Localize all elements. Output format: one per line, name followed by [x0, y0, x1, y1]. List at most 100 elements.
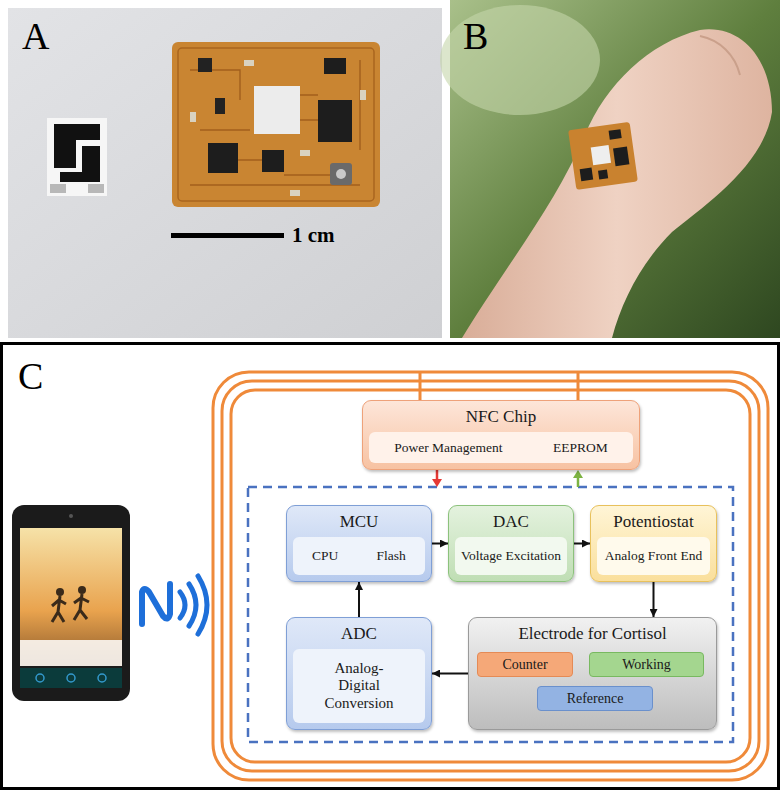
- smartphone: [20, 528, 122, 666]
- electrode-strip: [47, 118, 107, 196]
- panel-letter: B: [463, 14, 488, 58]
- potentiostat-box: PotentiostatAnalog Front End: [590, 505, 717, 582]
- panel-b-photo: [700, 36, 740, 75]
- smartphone: [67, 674, 75, 682]
- flexible-circuit-board: [262, 150, 284, 172]
- box-subtext: EEPROM: [550, 440, 611, 456]
- panel-a-photo: [8, 8, 442, 338]
- flow-arrow: [432, 673, 468, 675]
- antenna-coil: [222, 381, 759, 771]
- box-band: Voltage Excitation: [455, 537, 567, 575]
- box-subtext: Analog- Digital Conversion: [311, 660, 407, 712]
- panel-c-frame: [2, 344, 779, 789]
- box-heading: ADC: [341, 624, 377, 644]
- box-band: CPU Flash: [293, 537, 425, 575]
- flexible-circuit-board: [190, 112, 196, 122]
- mcu-box: MCU CPU Flash: [286, 505, 432, 582]
- smartphone: [98, 674, 106, 682]
- nfc-symbol: [189, 584, 196, 626]
- scale-bar: [171, 233, 284, 238]
- smartphone: [20, 640, 122, 666]
- nfc-symbol: [142, 576, 207, 634]
- worn-circuit-board: [568, 122, 638, 190]
- electrode-strip: [54, 124, 100, 140]
- power-arrow: [436, 470, 439, 480]
- box-subtext: Power Management: [391, 440, 505, 456]
- scale-bar: [171, 233, 284, 238]
- electrode-strip: [60, 172, 100, 182]
- electrode-strip: [47, 118, 107, 196]
- worn-circuit-board: [609, 129, 622, 140]
- worn-circuit-board: [568, 122, 638, 190]
- antenna-coil: [420, 372, 578, 400]
- flexible-circuit-board: [300, 150, 310, 156]
- system-boundary: [248, 487, 733, 742]
- adc-box: ADC Analog- Digital Conversion: [286, 617, 432, 730]
- data-arrow: [573, 470, 583, 487]
- box-subtext: Analog Front End: [602, 548, 706, 564]
- flexible-circuit-board: [172, 42, 380, 207]
- flexible-circuit-board: [172, 42, 380, 207]
- flexible-circuit-board: [208, 143, 238, 173]
- box-heading: NFC Chip: [466, 407, 536, 427]
- nfc-chip-box: NFC ChipPower Management EEPROM: [362, 400, 640, 470]
- counter-electrode: Counter: [477, 652, 573, 677]
- worn-circuit-board: [598, 169, 608, 179]
- flexible-circuit-board: [324, 58, 346, 74]
- box-heading: DAC: [493, 512, 529, 532]
- worn-circuit-board: [580, 168, 594, 182]
- box-heading: Working: [622, 657, 671, 673]
- panel-letter: C: [18, 354, 43, 398]
- box-band: Analog- Digital Conversion: [293, 649, 425, 723]
- electrode-box: Electrode for CortisolCounter WorkingRefe…: [468, 617, 717, 730]
- box-heading: Reference: [567, 691, 624, 707]
- antenna-coil: [231, 390, 750, 762]
- box-subtext: Voltage Excitation: [458, 548, 564, 564]
- flow-arrow: [432, 543, 448, 545]
- flexible-circuit-board: [190, 60, 360, 185]
- box-heading: Counter: [502, 657, 547, 673]
- panel-c-frame: [2, 344, 779, 789]
- box-band: Power Management EEPROM: [369, 432, 633, 463]
- electrode-strip: [88, 184, 104, 193]
- panel-a-photo: [8, 8, 442, 338]
- scale-label: 1 cm: [292, 223, 335, 248]
- flow-arrow: [653, 582, 655, 617]
- data-arrow: [573, 470, 583, 478]
- power-arrow: [432, 470, 442, 487]
- flexible-circuit-board: [178, 48, 374, 201]
- smartphone: [36, 674, 44, 682]
- antenna-coil: [213, 372, 768, 780]
- smartphone: [52, 596, 66, 622]
- smartphone: [69, 514, 73, 518]
- nfc-symbol: [142, 584, 170, 624]
- flow-arrow: [358, 582, 360, 617]
- smartphone: [20, 668, 122, 688]
- flexible-circuit-board: [244, 60, 254, 66]
- box-subtext: CPU: [309, 548, 341, 564]
- reference-electrode: Reference: [537, 686, 653, 711]
- panel-b-photo: [440, 5, 600, 115]
- flow-arrow: [574, 543, 590, 545]
- flexible-circuit-board: [318, 100, 352, 142]
- smartphone: [78, 586, 86, 594]
- antenna-coil: [213, 372, 768, 780]
- working-electrode: Working: [589, 652, 704, 677]
- flexible-circuit-board: [360, 90, 366, 100]
- flexible-circuit-board: [198, 58, 212, 72]
- flexible-circuit-board: [330, 163, 352, 185]
- smartphone: [56, 588, 64, 596]
- panel-b-photo: [440, 0, 780, 338]
- smartphone: [12, 505, 130, 701]
- box-subtext: Flash: [374, 548, 409, 564]
- box-heading: Electrode for Cortisol: [518, 624, 666, 644]
- nfc-symbol: [198, 576, 207, 634]
- box-heading: MCU: [340, 512, 379, 532]
- flexible-circuit-board: [290, 190, 300, 196]
- flexible-circuit-board: [215, 98, 225, 114]
- worn-circuit-board: [613, 146, 629, 166]
- box-heading: Potentiostat: [613, 512, 693, 532]
- smartphone: [74, 594, 89, 620]
- flexible-circuit-board: [254, 86, 300, 134]
